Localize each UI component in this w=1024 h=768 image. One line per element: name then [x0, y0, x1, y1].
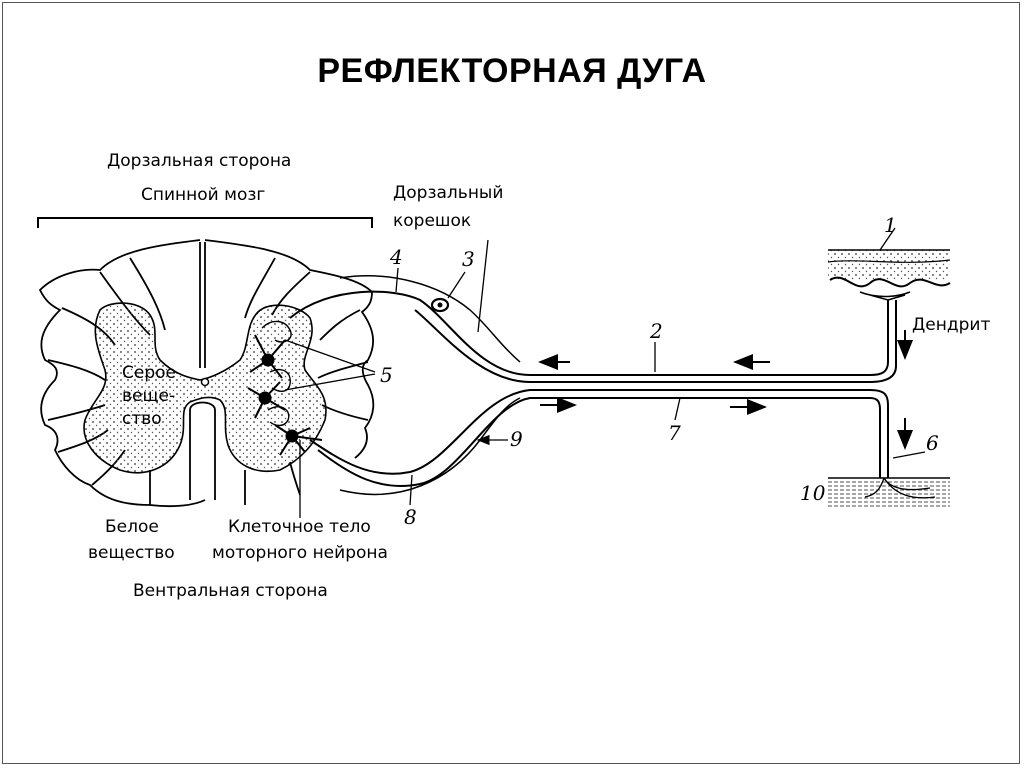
label-dorsal-root-1: Дорзальный: [393, 183, 503, 203]
ventral-root-sheath: [339, 397, 521, 496]
interneuron-fibers: [261, 320, 292, 427]
label-spinal-cord: Спинной мозг: [141, 185, 265, 205]
number-3: 3: [462, 247, 475, 271]
muscle-effector: [828, 477, 950, 508]
number-4: 4: [389, 245, 403, 269]
number-2: 2: [649, 319, 663, 343]
number-5: 5: [380, 363, 393, 387]
number-1: 1: [884, 213, 897, 237]
grey-matter: [83, 302, 327, 474]
label-dendrite: Дендрит: [912, 315, 990, 335]
label-motor-body-1: Клеточное тело: [228, 517, 371, 537]
slide-title: РЕФЛЕКТОРНАЯ ДУГА: [317, 52, 707, 90]
dorsal-root-sheath: [339, 275, 521, 363]
number-6: 6: [926, 431, 939, 455]
number-7: 7: [668, 421, 681, 445]
skin-receptor: [827, 249, 951, 301]
direction-arrows: [538, 330, 913, 450]
dorsal-root-ganglion-cell: [430, 297, 450, 313]
label-dorsal-side: Дорзальная сторона: [107, 151, 291, 171]
leader-lines: [284, 227, 926, 518]
label-grey-matter-2: веще-: [122, 386, 175, 406]
label-dorsal-root-2: корешок: [393, 211, 471, 231]
motor-neuron-cluster: [247, 334, 323, 456]
label-white-matter-2: вещество: [88, 543, 175, 563]
label-ventral-side: Вентральная сторона: [133, 581, 328, 601]
label-grey-matter-1: Серое: [122, 363, 176, 383]
label-motor-body-2: моторного нейрона: [212, 543, 388, 563]
sensory-fiber: [289, 290, 897, 383]
label-grey-matter-3: ство: [122, 409, 162, 429]
number-8: 8: [404, 505, 417, 529]
central-canal: [200, 377, 210, 387]
label-white-matter-1: Белое: [105, 517, 159, 537]
number-9: 9: [510, 427, 523, 451]
spinal-cord-bracket: [37, 217, 373, 228]
motor-fiber: [309, 389, 889, 487]
number-10: 10: [800, 481, 826, 505]
spinal-cord-cross-section: [38, 239, 375, 508]
